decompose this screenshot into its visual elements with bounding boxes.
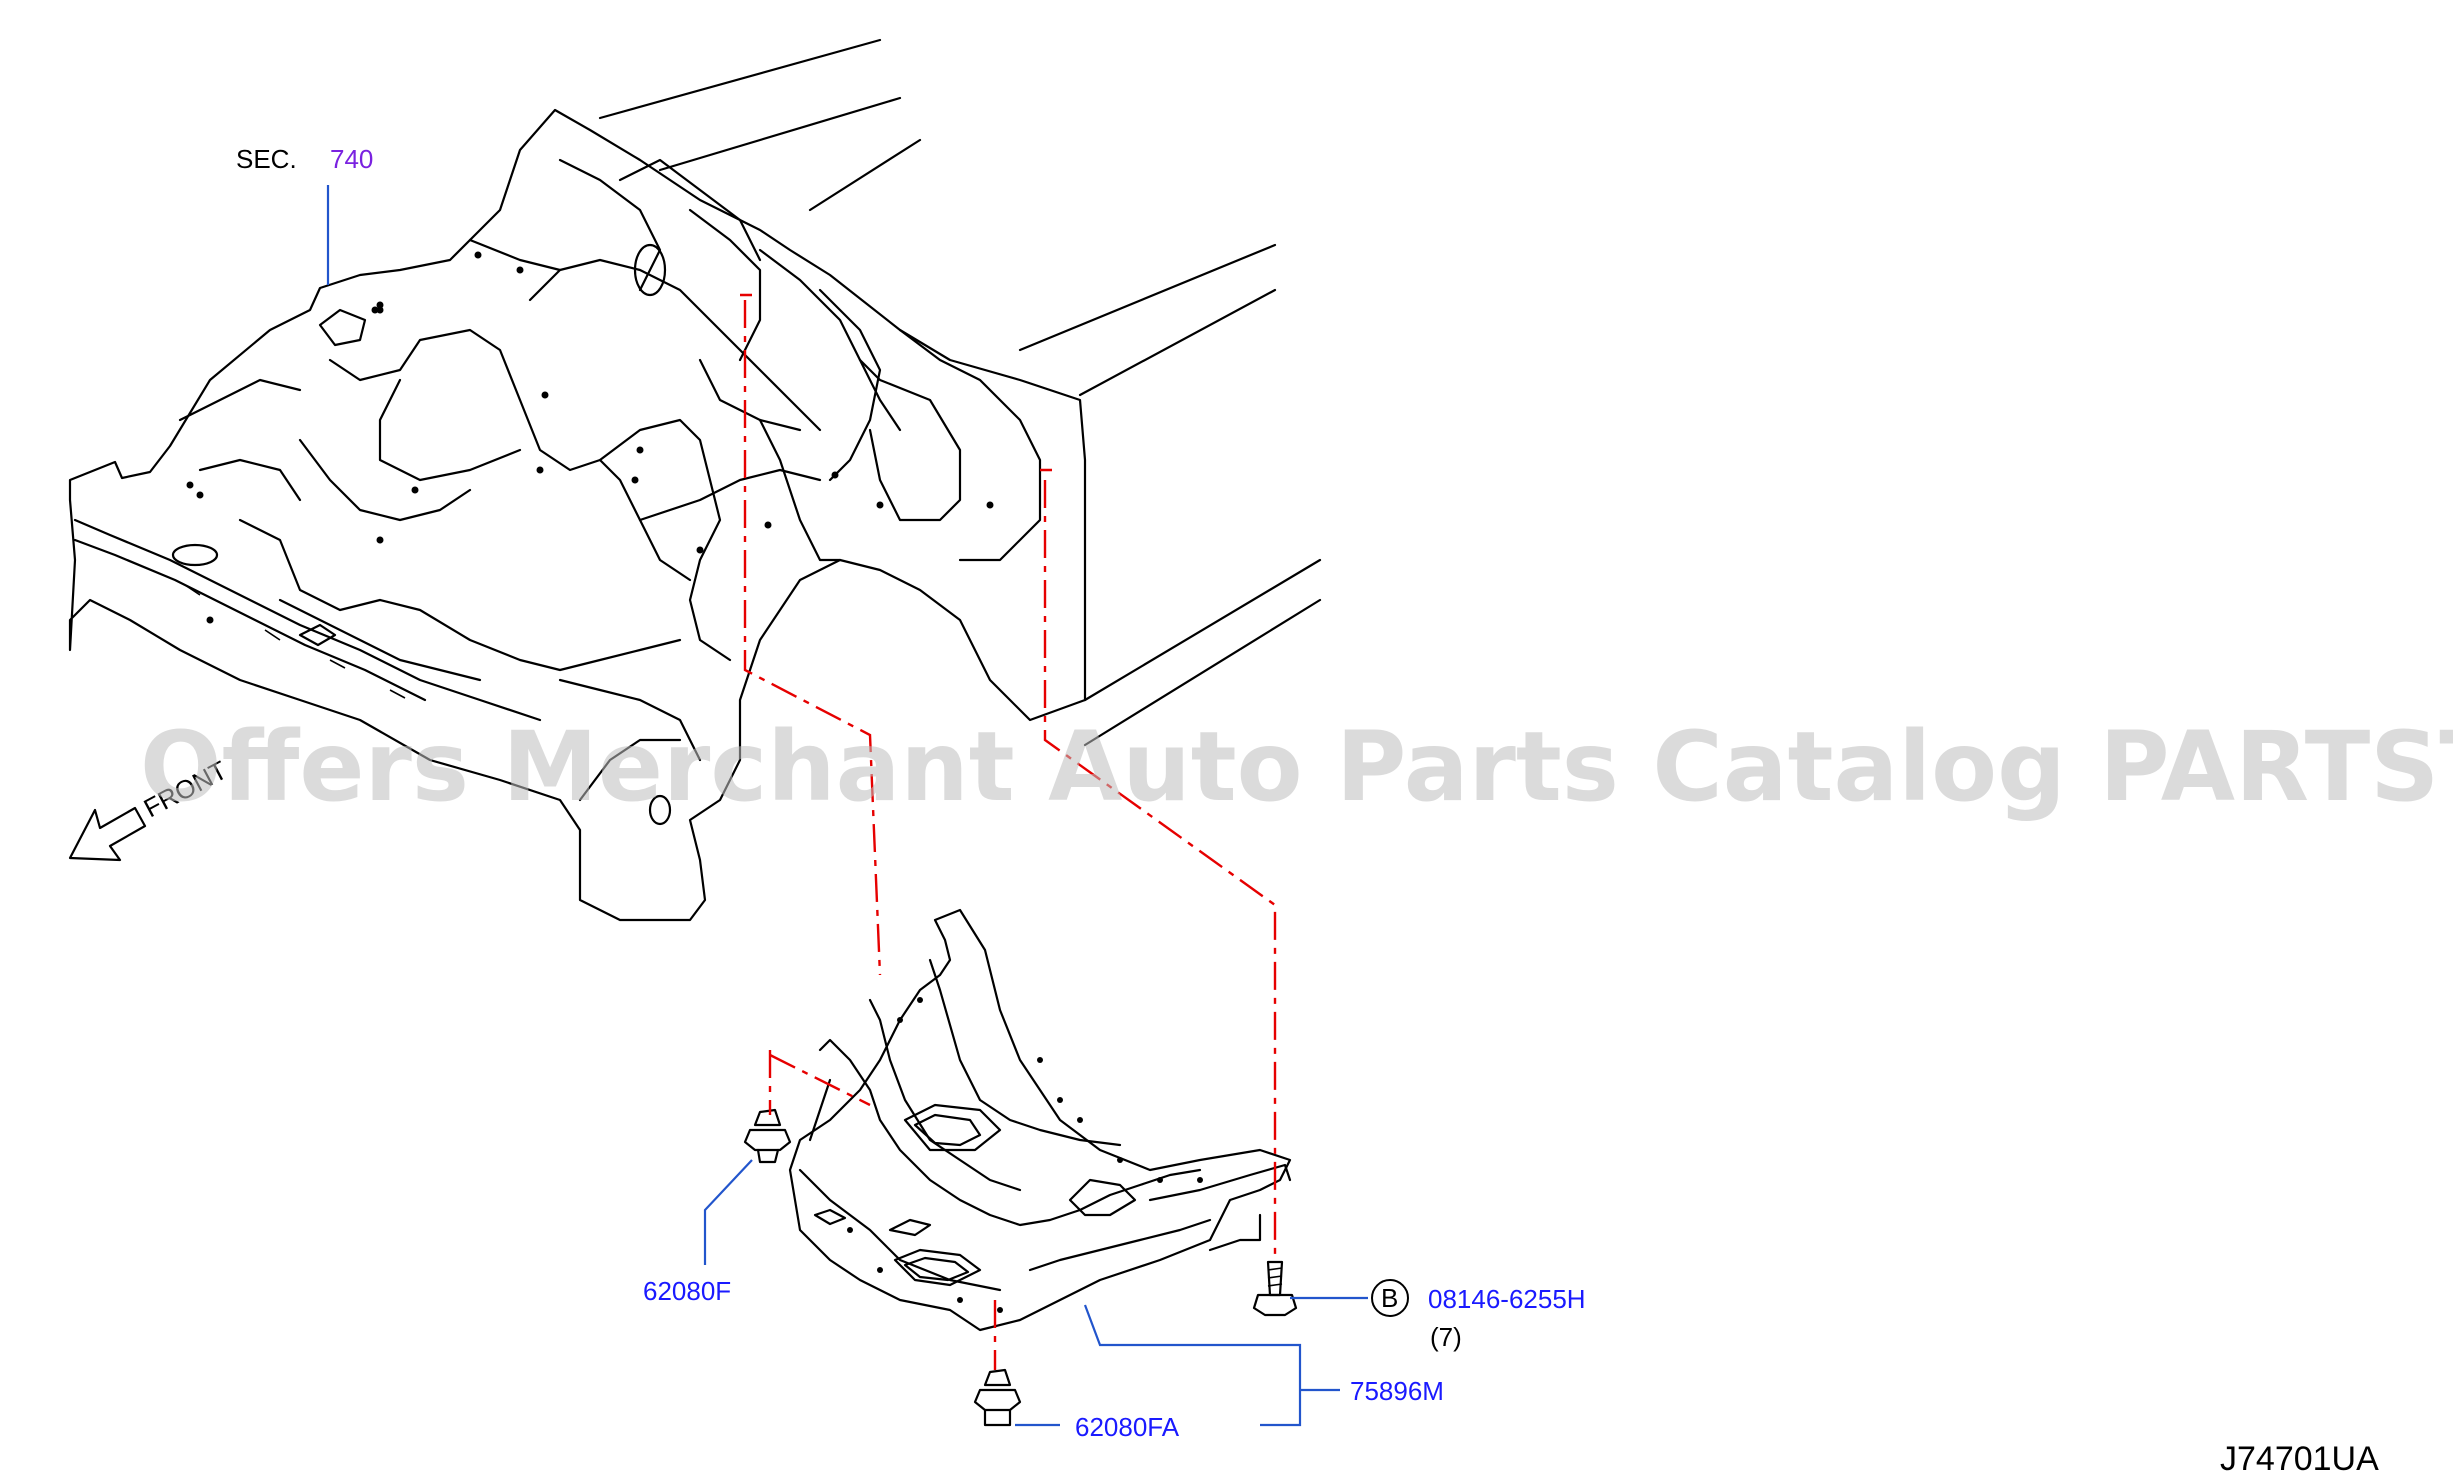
part-label-62080f[interactable]: 62080F: [643, 1276, 731, 1306]
body-floor-structure: [68, 38, 1322, 922]
diagram-code: J74701UA: [2220, 1440, 2379, 1478]
part-label-75896m[interactable]: 75896M: [1350, 1376, 1444, 1406]
engine-under-cover: [788, 908, 1292, 1332]
assembly-lines: [740, 293, 1277, 1370]
part-quantity-08146-6255h: (7): [1430, 1322, 1462, 1352]
marker-b-letter: B: [1381, 1283, 1398, 1313]
section-prefix: SEC.: [236, 144, 297, 174]
bolt-08146-6255h[interactable]: [1252, 1260, 1298, 1317]
watermark-text: Offers Merchant Auto Parts Catalog PARTS…: [140, 711, 2453, 823]
part-label-08146-6255h[interactable]: 08146-6255H: [1428, 1284, 1586, 1314]
clip-62080f[interactable]: [743, 1108, 792, 1164]
marker-b: [1371, 1279, 1409, 1317]
part-label-62080fa[interactable]: 62080FA: [1075, 1412, 1180, 1442]
leader-lines: [326, 185, 1368, 1427]
clip-62080fa[interactable]: [973, 1368, 1022, 1427]
section-link-740[interactable]: 740: [330, 144, 373, 174]
